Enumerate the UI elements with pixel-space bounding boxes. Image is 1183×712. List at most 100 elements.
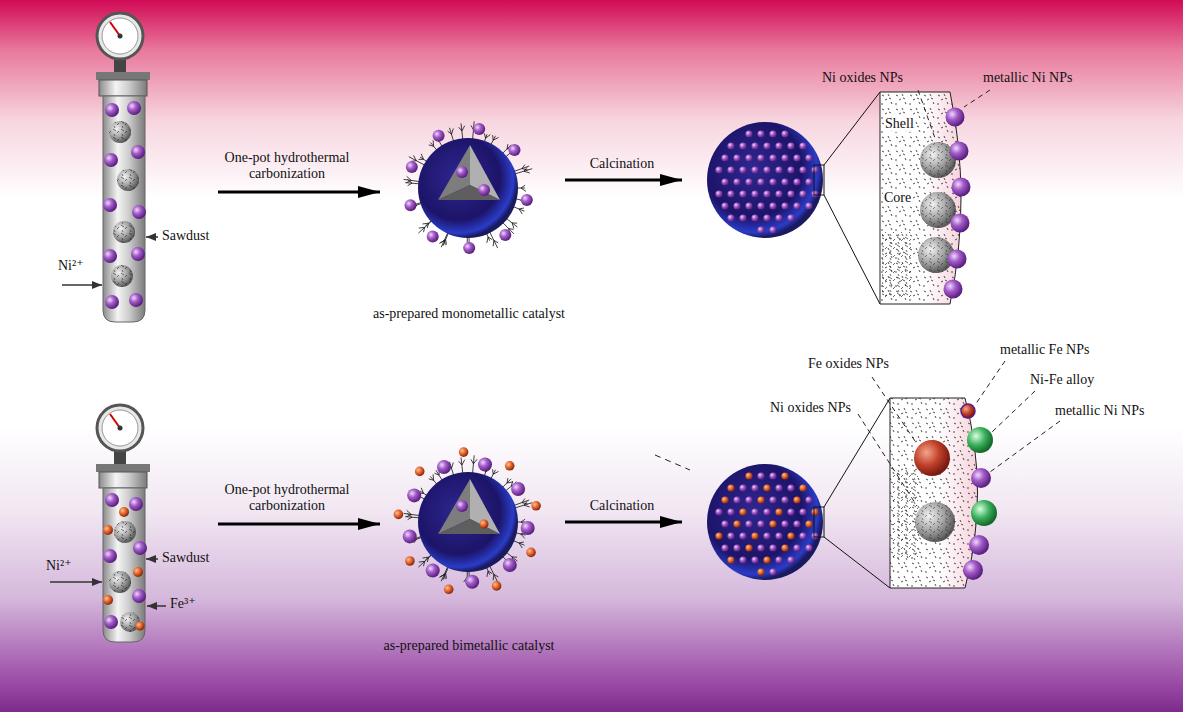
line-shape (964, 90, 990, 107)
particle (459, 447, 469, 457)
circle-shape (418, 138, 518, 238)
surface-dot (775, 166, 782, 173)
surface-dot (757, 202, 764, 209)
surface-dot (739, 532, 746, 539)
surface-dot (769, 520, 776, 527)
callout-label: Ni oxides NPs (822, 70, 903, 86)
surface-dot (739, 556, 746, 563)
surface-dot (721, 544, 728, 551)
circle-shape (109, 571, 131, 593)
circle-shape (103, 549, 117, 563)
surface-dot (727, 190, 734, 197)
line-shape (824, 537, 890, 588)
circle-shape (971, 468, 991, 488)
surface-dot (793, 178, 800, 185)
process-label: One-pot hydrothermal carbonization (212, 482, 362, 514)
circle-shape (117, 169, 139, 191)
surface-dot (745, 520, 752, 527)
surface-dot (739, 142, 746, 149)
circle-shape (103, 525, 113, 535)
particle (437, 460, 451, 474)
surface-dot (781, 178, 788, 185)
catalyst-sphere-mono (418, 138, 518, 238)
carbon-dendrite (514, 167, 532, 174)
line-shape (824, 92, 880, 165)
particle (415, 467, 425, 477)
particle (521, 521, 535, 535)
surface-dot (733, 178, 740, 185)
surface-dot (751, 532, 758, 539)
callout-label: Fe oxides NPs (808, 356, 889, 372)
carbon-dendrite (439, 232, 448, 248)
surface-dot (769, 544, 776, 551)
callout-arrow (146, 558, 158, 560)
surface-dot (733, 154, 740, 161)
calcined-sphere-top (707, 92, 880, 304)
surface-dot (793, 520, 800, 527)
circle-shape (948, 250, 967, 269)
surface-dot (727, 532, 734, 539)
surface-dot (787, 190, 794, 197)
surface-dot (745, 496, 752, 503)
surface-dot (733, 544, 740, 551)
surface-dot (763, 532, 770, 539)
surface-dot (721, 154, 728, 161)
catalyst-particles (394, 123, 541, 594)
callout-label: metallic Ni NPs (983, 70, 1072, 86)
surface-dot (751, 484, 758, 491)
line-shape (858, 414, 917, 506)
surface-dot (733, 496, 740, 503)
caption: as-prepared bimetallic catalyst (383, 638, 554, 654)
zoom-panel-bottom (858, 361, 1060, 588)
surface-dot (757, 520, 764, 527)
circle-shape (969, 535, 989, 555)
circle-shape (132, 205, 146, 219)
surface-dot (763, 190, 770, 197)
particle (444, 585, 454, 595)
surface-dot (739, 508, 746, 515)
surface-dot (727, 214, 734, 221)
process-label: Calcination (590, 156, 655, 172)
callout-arrow (62, 284, 102, 286)
carbon-dendrite (459, 123, 465, 140)
surface-dot (775, 484, 782, 491)
particle (406, 161, 418, 173)
surface-dot (757, 496, 764, 503)
particle (407, 488, 421, 502)
callout-label: Ni oxides NPs (770, 400, 851, 416)
particle (492, 581, 502, 591)
particle (403, 529, 417, 543)
surface-dot (787, 508, 794, 515)
surface-dot (787, 532, 794, 539)
process-arrow (565, 521, 682, 524)
surface-dot (739, 166, 746, 173)
particle (426, 564, 440, 578)
circle-shape (117, 169, 139, 191)
line-shape (872, 377, 917, 444)
process-arrow (218, 191, 380, 194)
circle-shape (133, 567, 143, 577)
line-shape (992, 391, 1035, 432)
carbon-dendrite (512, 206, 524, 214)
circle-shape (418, 472, 518, 572)
carbon-dendrite (512, 540, 524, 548)
circle-shape (113, 221, 135, 243)
region-label: Shell (884, 116, 915, 132)
process-arrow (565, 179, 682, 182)
surface-dot (781, 496, 788, 503)
particle (531, 501, 541, 511)
circle-shape (129, 497, 143, 511)
circle-shape (915, 502, 955, 542)
surface-dot (793, 544, 800, 551)
surface-dot (769, 130, 776, 137)
circle-shape (950, 142, 969, 161)
circle-shape (109, 571, 131, 593)
surface-dot (739, 190, 746, 197)
circle-shape (102, 410, 138, 446)
surface-dot (757, 226, 764, 233)
circle-shape (105, 103, 119, 117)
circle-shape (103, 249, 117, 263)
callout-label: Ni-Fe alloy (1030, 372, 1094, 388)
surface-dot (715, 190, 722, 197)
polygon-shape (438, 185, 500, 200)
